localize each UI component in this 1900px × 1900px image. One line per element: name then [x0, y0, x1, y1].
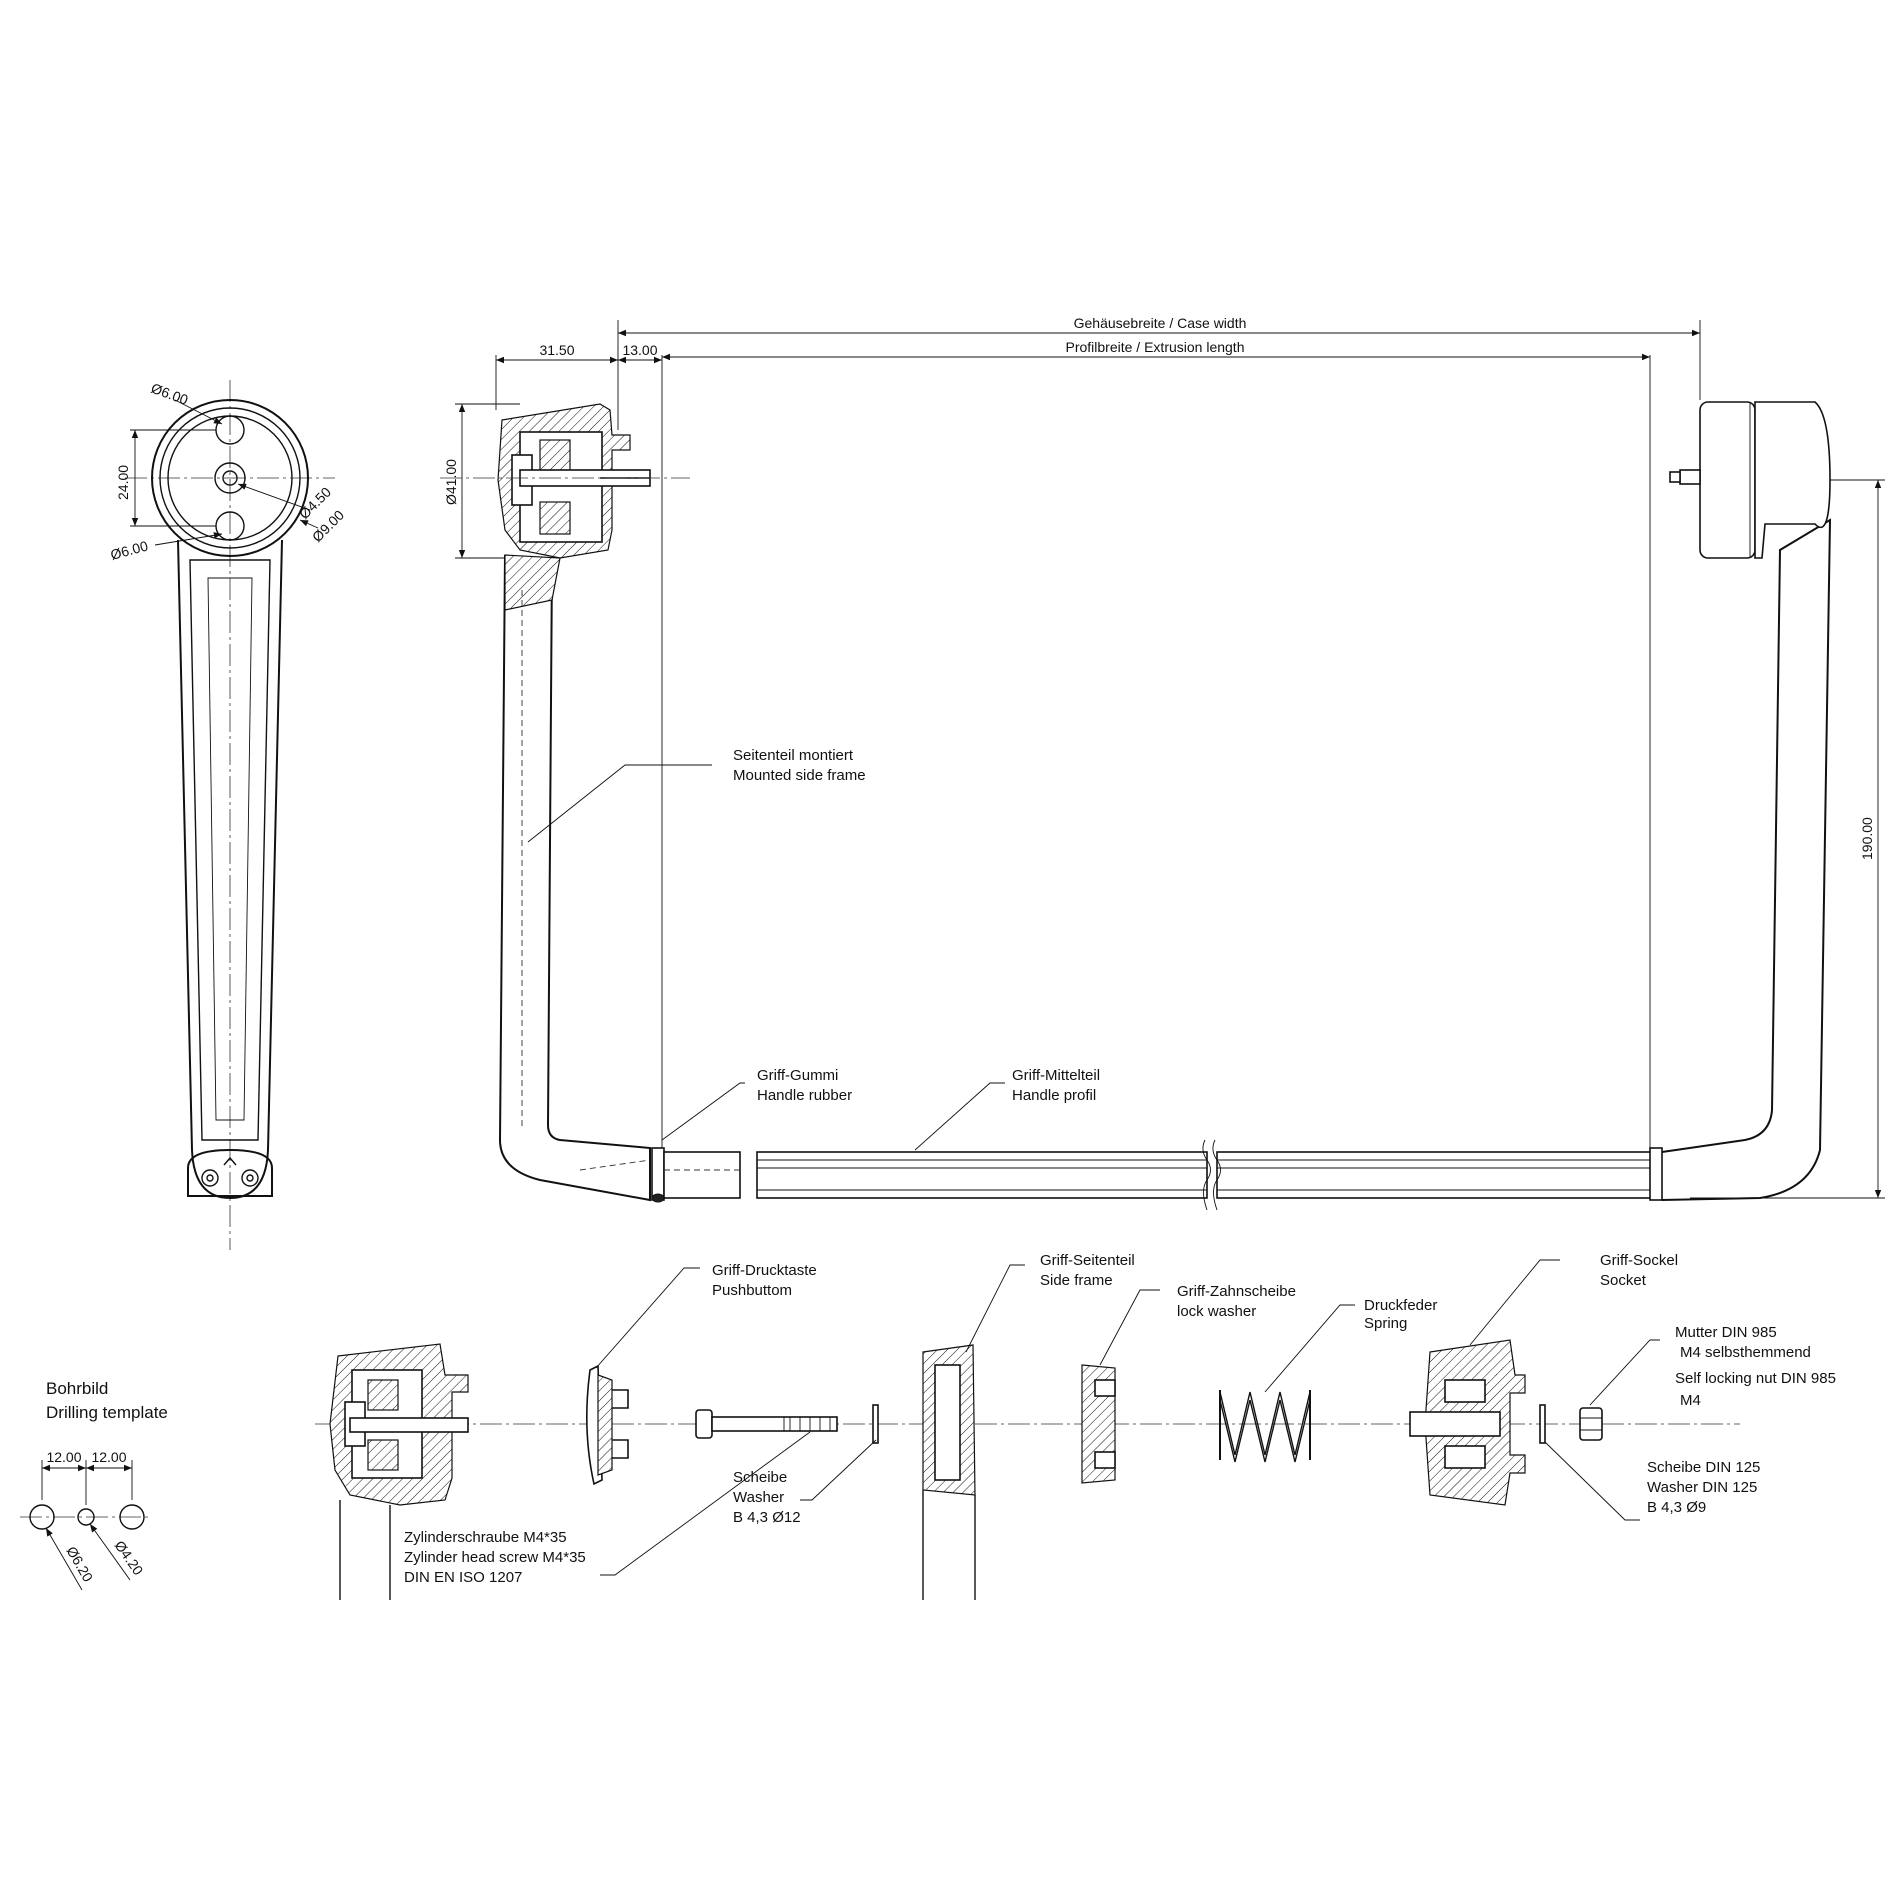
label-screw-2: Zylinder head screw M4*35 [404, 1549, 586, 1566]
label-pushbutton-de: Griff-Drucktaste [712, 1262, 817, 1279]
drilling-template [20, 1460, 150, 1591]
drill-dim-12-right: 12.00 [91, 1449, 126, 1465]
label-washer-small-1: Scheibe [733, 1469, 787, 1486]
label-nut-4: M4 [1680, 1392, 1701, 1409]
drill-dim-12-left: 12.00 [46, 1449, 81, 1465]
label-spring-de: Druckfeder [1364, 1297, 1437, 1314]
label-nut-3: Self locking nut DIN 985 [1675, 1370, 1836, 1387]
label-handle-rubber-de: Griff-Gummi [757, 1067, 838, 1084]
label-lock-washer-en: lock washer [1177, 1303, 1256, 1320]
label-washer-din-3: B 4,3 Ø9 [1647, 1499, 1706, 1516]
label-socket-de: Griff-Sockel [1600, 1252, 1678, 1269]
label-screw-3: DIN EN ISO 1207 [404, 1569, 522, 1586]
label-side-frame-mounted-en: Mounted side frame [733, 767, 866, 784]
side-view-handle [125, 380, 335, 1250]
label-handle-profile-de: Griff-Mittelteil [1012, 1067, 1100, 1084]
label-handle-rubber-en: Handle rubber [757, 1087, 852, 1104]
leader-lines-exploded [595, 1259, 1660, 1576]
exploded-view [315, 1339, 1740, 1600]
dim-24-00: 24.00 [115, 465, 131, 500]
label-screw-1: Zylinderschraube M4*35 [404, 1529, 567, 1546]
label-washer-small-2: Washer [733, 1489, 784, 1506]
leader-lines-front [527, 764, 1005, 1151]
label-side-frame-mounted-de: Seitenteil montiert [733, 747, 854, 764]
dim-6-00-top: Ø6.00 [149, 380, 191, 408]
label-socket-en: Socket [1600, 1272, 1647, 1289]
drilling-title-en: Drilling template [46, 1403, 168, 1422]
case-width-label: Gehäusebreite / Case width [1074, 315, 1247, 331]
label-nut-1: Mutter DIN 985 [1675, 1324, 1777, 1341]
label-washer-din-2: Washer DIN 125 [1647, 1479, 1757, 1496]
extrusion-length-label: Profilbreite / Extrusion length [1066, 339, 1245, 355]
label-side-frame-de: Griff-Seitenteil [1040, 1252, 1135, 1269]
dim-31-50: 31.50 [539, 342, 574, 358]
dim-41-00: Ø41.00 [443, 459, 459, 505]
dim-6-00-bottom: Ø6.00 [109, 538, 150, 563]
label-spring-en: Spring [1364, 1315, 1407, 1332]
label-washer-small-3: B 4,3 Ø12 [733, 1509, 801, 1526]
label-pushbutton-en: Pushbuttom [712, 1282, 792, 1299]
assembly-front-view [440, 320, 1885, 1211]
drill-dim-4-20: Ø4.20 [112, 1538, 147, 1579]
label-nut-2: M4 selbsthemmend [1680, 1344, 1811, 1361]
drill-dim-6-20: Ø6.20 [63, 1544, 96, 1585]
drilling-title-de: Bohrbild [46, 1379, 108, 1398]
label-washer-din-1: Scheibe DIN 125 [1647, 1459, 1760, 1476]
dim-190-00: 190.00 [1859, 817, 1875, 860]
label-lock-washer-de: Griff-Zahnscheibe [1177, 1283, 1296, 1300]
label-side-frame-en: Side frame [1040, 1272, 1113, 1289]
dim-13-00: 13.00 [622, 342, 657, 358]
label-handle-profile-en: Handle profil [1012, 1087, 1096, 1104]
